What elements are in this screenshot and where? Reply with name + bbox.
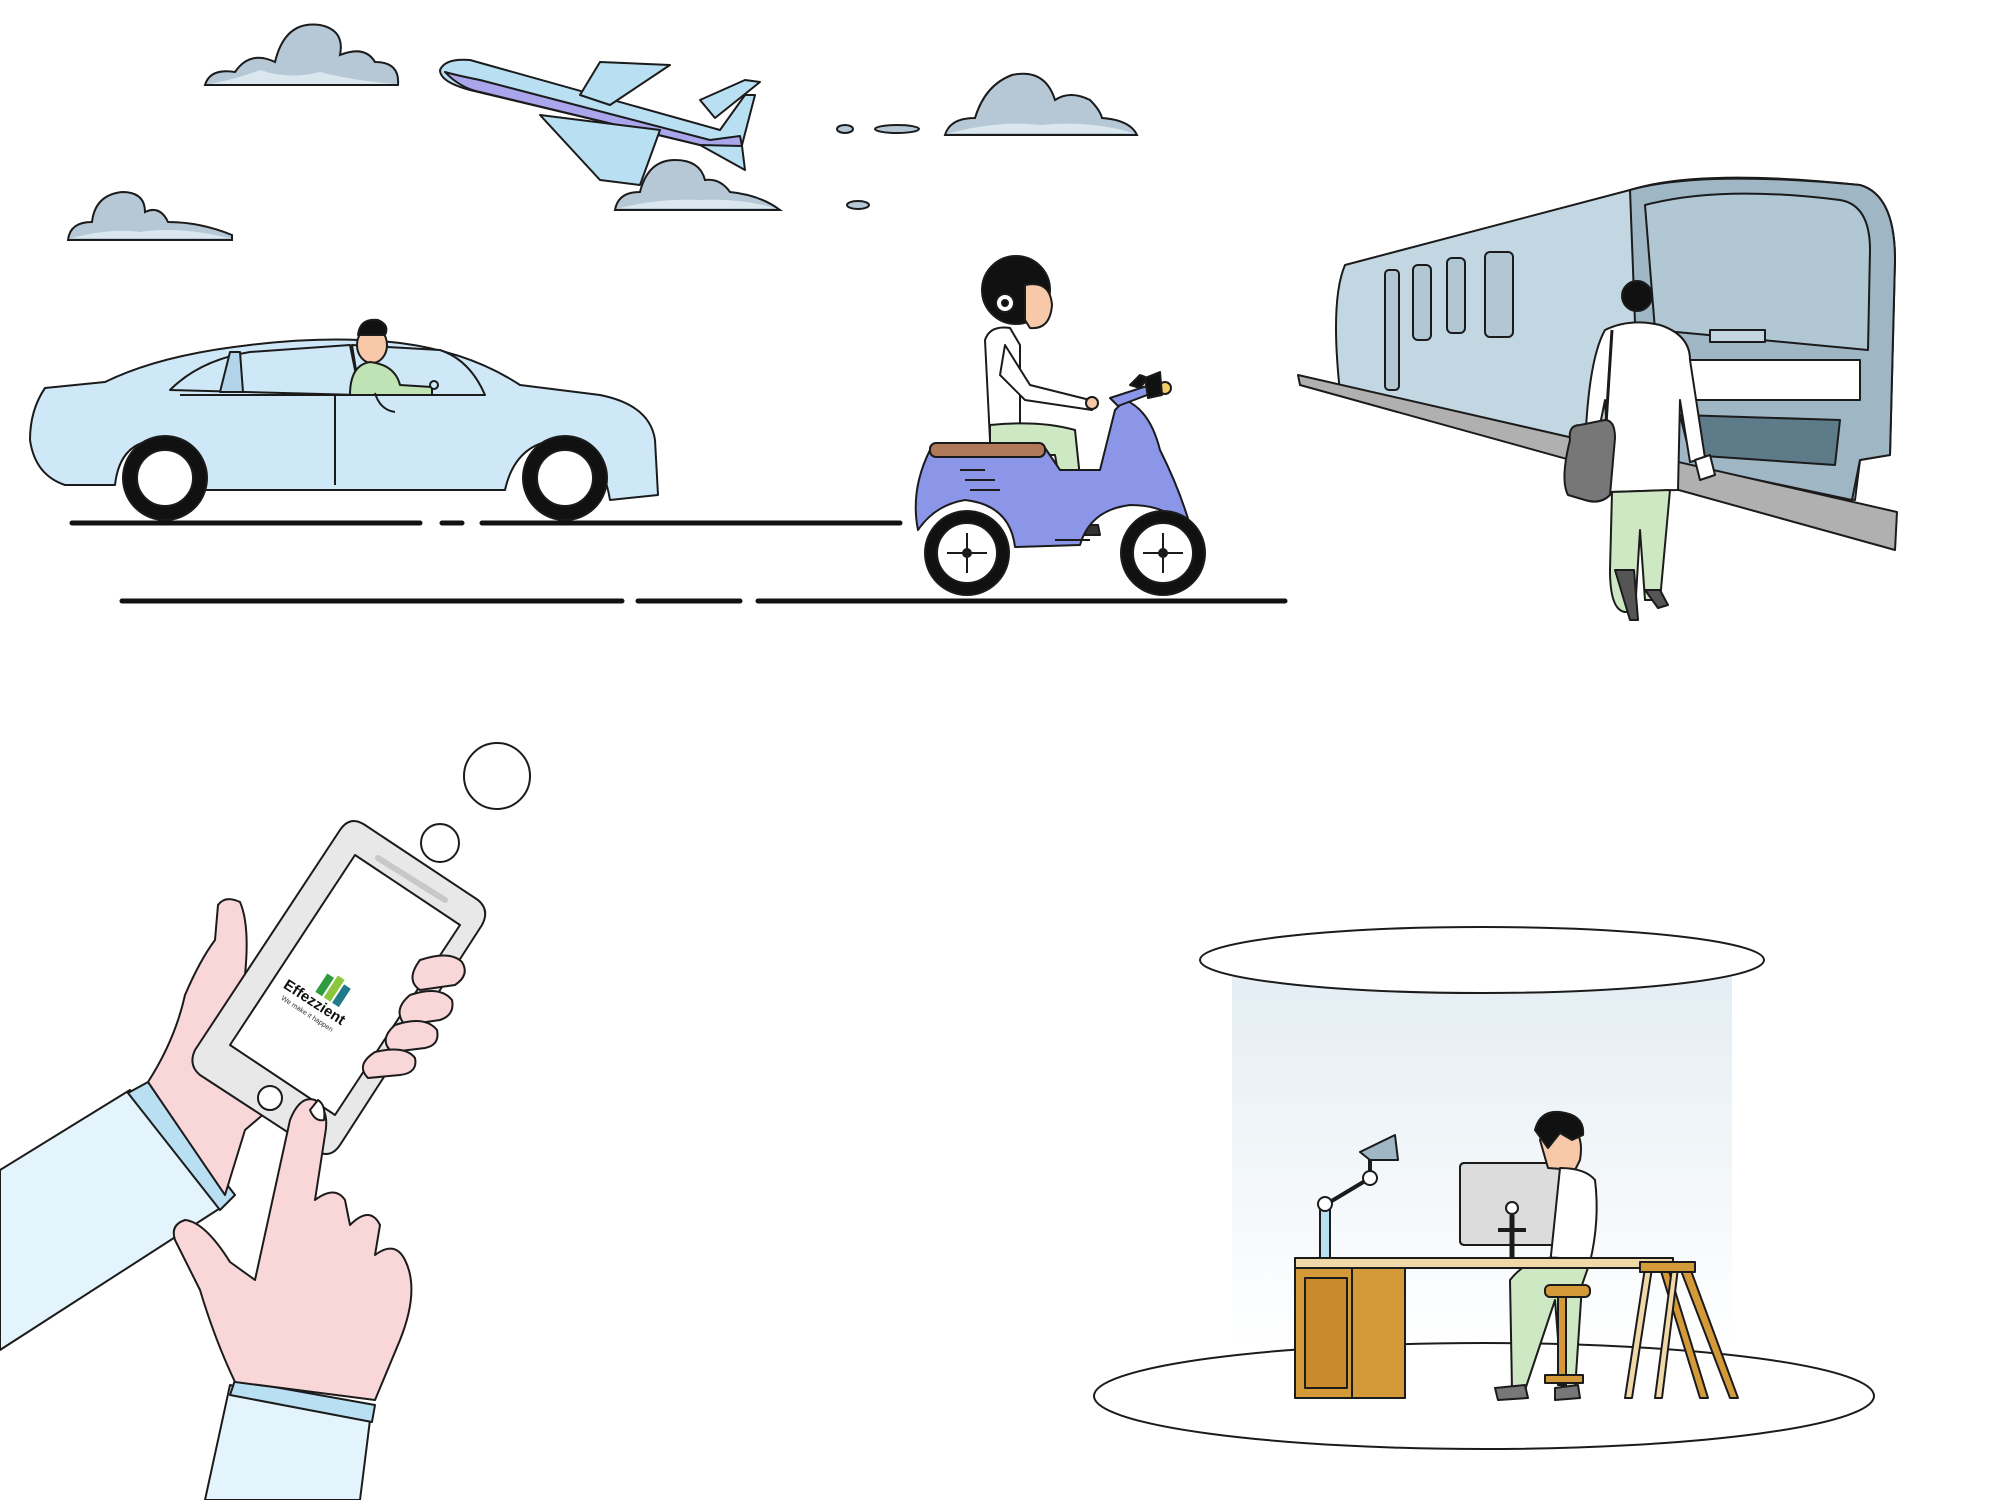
scooter-rider	[914, 255, 1206, 596]
car-front-wheel	[522, 435, 608, 521]
right-fingers	[361, 954, 466, 1079]
cloud-1	[203, 23, 400, 86]
hands-with-phone: Effezzient We make it happen	[0, 820, 487, 1500]
airplane	[439, 58, 761, 186]
scooter-rear-wheel	[924, 510, 1010, 596]
scooter-vents	[960, 469, 1000, 491]
car	[29, 318, 659, 521]
car-driver	[349, 318, 439, 413]
computer-monitor	[1459, 1162, 1566, 1263]
cloud-2	[66, 190, 233, 241]
car-rear-wheel	[122, 435, 208, 521]
phone: Effezzient We make it happen	[191, 820, 487, 1155]
air-puffs	[836, 124, 920, 210]
cloud-3	[943, 72, 1139, 136]
train-passenger	[1563, 280, 1716, 621]
cloud-4	[613, 158, 784, 211]
desk-lamp	[1317, 1134, 1399, 1261]
right-hand	[172, 1098, 413, 1401]
scooter-front-wheel	[1120, 510, 1206, 596]
office-workspace	[1093, 926, 1875, 1450]
floor-disc	[1093, 1342, 1875, 1450]
road-lines	[69, 520, 1288, 604]
train-windows	[1384, 251, 1514, 391]
thought-bubbles	[420, 742, 531, 863]
top-disc	[1199, 926, 1765, 994]
desk	[1294, 1257, 1739, 1399]
